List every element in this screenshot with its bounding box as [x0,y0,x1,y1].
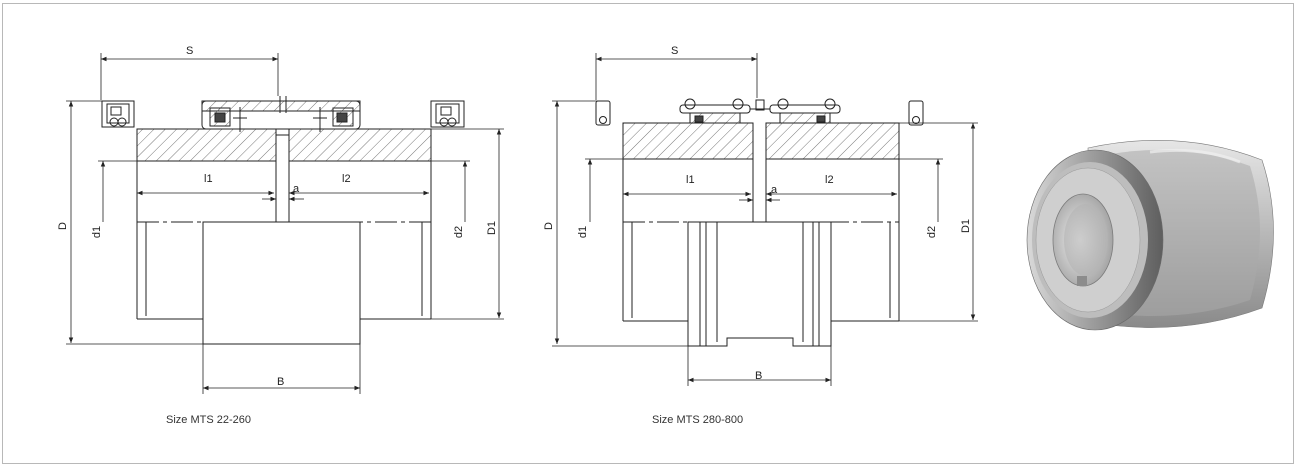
left-seal-bracket [101,100,135,128]
gear-coupling-photo [1026,140,1274,331]
hub-body-2 [622,159,900,347]
dim-label-d1-outer: D1 [486,221,498,235]
dim-label-l1: l1 [204,173,213,185]
caption-mts-22-260: Size MTS 22-260 [166,414,251,426]
dimensions-2 [552,53,978,386]
figure-frame [2,3,1294,464]
dim-label-b: B [277,376,284,388]
dim-label-d1: d1 [91,226,103,238]
dim-label-l1-2: l1 [686,174,695,186]
dim-label-d1-2: d1 [577,226,589,238]
hub-section-2 [622,122,900,160]
caption-mts-280-800: Size MTS 280-800 [652,414,744,426]
dim-label-d2-2: d2 [926,226,938,238]
dim-label-s-2: S [671,45,678,57]
hub-section [136,128,432,162]
dim-label-a: a [293,183,300,195]
dim-label-d-2: D [543,222,555,230]
right-seal-bracket [430,100,465,128]
dim-label-l2: l2 [342,173,351,185]
dim-label-b-2: B [755,370,762,382]
top-flange-bolts [679,98,841,124]
dim-label-d: D [57,222,69,230]
dim-label-d1-outer-2: D1 [960,219,972,233]
drawing-mts-22-260 [66,53,504,394]
dim-label-l2-2: l2 [825,174,834,186]
dimensions [66,53,504,394]
left-seal-bracket-2 [595,100,611,126]
dim-label-d2: d2 [453,226,465,238]
drawing-mts-280-800 [552,53,978,386]
dim-label-s: S [186,45,193,57]
hub-body [136,135,432,345]
dim-label-a-2: a [771,184,778,196]
right-seal-bracket-2 [908,100,924,126]
top-sleeve [201,96,361,132]
